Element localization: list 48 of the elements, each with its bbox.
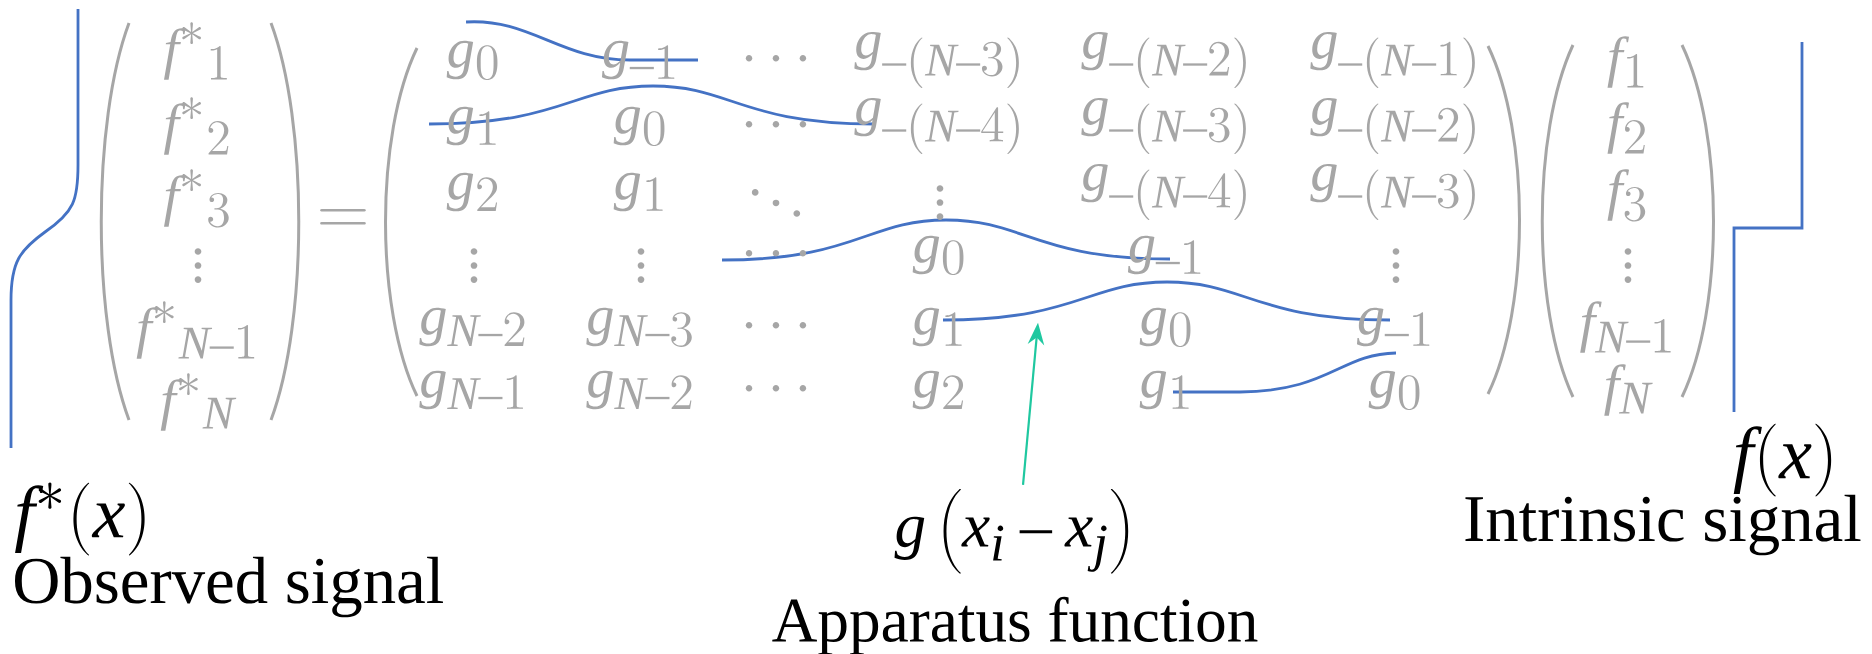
matrix-entry: $\vdots$ <box>470 248 478 283</box>
matrix-entry: $\ddots$ <box>751 189 801 217</box>
matrix-entry: $g_2$ <box>912 370 964 410</box>
matrix-entry: $\cdots$ <box>745 385 807 392</box>
matrix-entry: $g_{-1}$ <box>1356 307 1430 347</box>
caption-label: $g\left(x_i-x_j\right)$ Apparatus function <box>772 489 1258 654</box>
matrix-entry: $g_{N-2}$ <box>586 370 692 410</box>
vector-entry: $f_2$ <box>1607 102 1645 154</box>
matrix-entry: $g_0$ <box>1368 370 1420 410</box>
matrix-entry: $g_{-(N-1)}$ <box>1310 31 1475 89</box>
vector-entry: $f_1$ <box>1607 36 1644 88</box>
matrix-entry: $\cdots$ <box>745 55 807 62</box>
formula-label: $f^{*}(x)$ <box>15 482 145 556</box>
matrix-entry: $g_2$ <box>446 172 498 212</box>
matrix-entry: $\cdots$ <box>745 322 807 329</box>
vector-entry: $f_{N-1}$ <box>1580 301 1671 353</box>
matrix-entry: $g_{-(N-3)}$ <box>854 31 1019 89</box>
vector-entry: $\vdots$ <box>1624 248 1632 283</box>
matrix-entry: $\vdots$ <box>1392 248 1400 283</box>
matrix-entry: $g_0$ <box>613 106 665 146</box>
vector-entry: $f^{*}{}_{1}$ <box>164 22 227 80</box>
vector-entry: $f^{*}{}_{N-1}$ <box>136 301 255 359</box>
vector-entry: $f^{*}{}_{2}$ <box>164 97 229 155</box>
equals-sign: $=$ <box>320 209 366 225</box>
matrix-entry: $g_{N-3}$ <box>586 307 692 347</box>
vector-entry: $f_N$ <box>1604 364 1653 416</box>
matrix-entry: $g_0$ <box>1139 307 1191 347</box>
matrix-entry: $g_{-(N-4)}$ <box>1081 163 1246 221</box>
matrix-entry: $g_{-(N-2)}$ <box>1081 31 1246 89</box>
matrix-entry: $g_{-(N-2)}$ <box>1310 97 1475 155</box>
vector-entry: $f_3$ <box>1607 169 1646 222</box>
matrix-entry: $g_{-(N-3)}$ <box>1081 97 1246 155</box>
matrix-entry: $g_{N-2}$ <box>419 307 525 347</box>
matrix-entry: $g_1$ <box>613 172 663 212</box>
matrix-entry: $\cdots$ <box>745 121 807 128</box>
matrix-entry: $g_{-(N-3)}$ <box>1310 163 1475 221</box>
matrix-entry: $g_0$ <box>912 235 964 275</box>
matrix-entry: $\vdots$ <box>637 248 645 283</box>
matrix-entry: $g_{N-1}$ <box>419 370 523 410</box>
matrix-entry: $g_1$ <box>912 307 962 347</box>
matrix-entry: $g_0$ <box>446 40 498 80</box>
matrix-entry: $g_{-(N-4)}$ <box>854 97 1019 155</box>
vector-entry: $\vdots$ <box>194 248 202 283</box>
matrix-entry: $g_1$ <box>1139 370 1189 410</box>
text-label: Observed signal <box>15 556 443 618</box>
vector-entry: $f^{*}{}_{N}$ <box>160 373 237 431</box>
vector-entry: $f^{*}{}_{3}$ <box>164 169 229 228</box>
matrix-entry: $\vdots$ <box>936 185 944 220</box>
